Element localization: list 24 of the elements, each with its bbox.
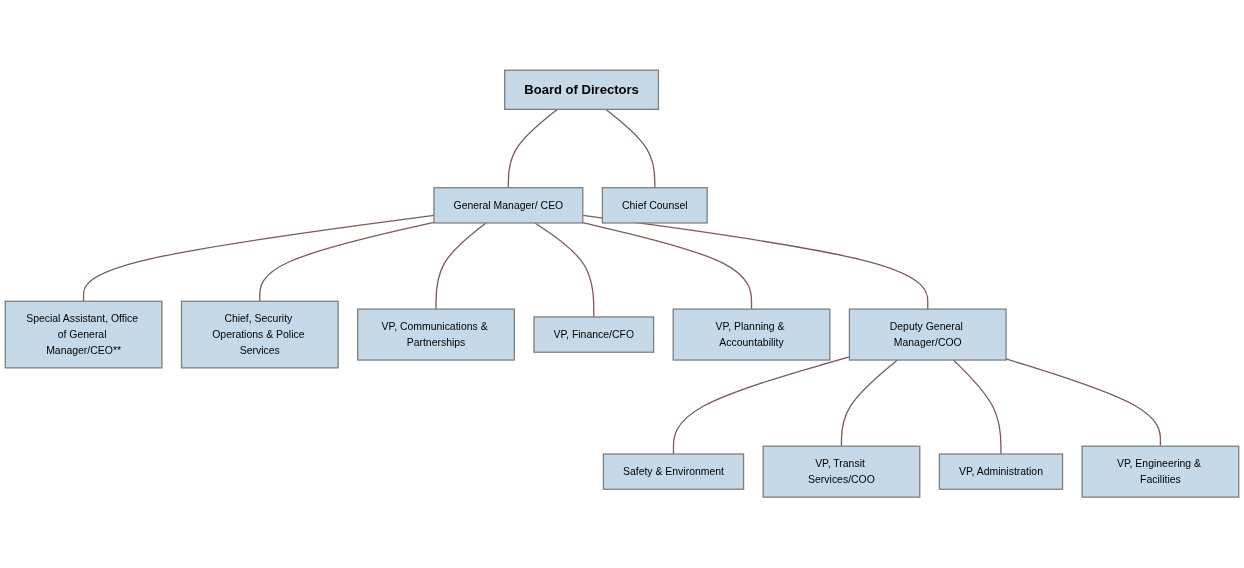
node-box: Chief, Security Operations & Police Services <box>180 300 339 369</box>
node-box: VP, Engineering & Facilities <box>1081 445 1240 499</box>
connector <box>534 222 595 318</box>
node-box: VP, Finance/CFO <box>533 316 655 354</box>
node-box: Chief Counsel <box>601 187 708 224</box>
node-box: Special Assistant, Office of General Manager/CEO** <box>4 300 163 369</box>
connector <box>435 222 487 311</box>
connector <box>582 222 753 311</box>
connector <box>507 109 558 189</box>
node-box: VP, Administration <box>938 453 1064 491</box>
connector <box>1005 358 1162 448</box>
connector <box>840 359 899 448</box>
connector <box>82 214 435 303</box>
connector <box>952 359 1002 455</box>
connector <box>582 215 929 311</box>
node-box: VP, Planning & Accountability <box>672 308 831 361</box>
node-box: VP, Communications & Partnerships <box>357 308 516 361</box>
node-box: Deputy General Manager/COO <box>848 308 1007 361</box>
node-box: Safety & Environment <box>602 453 745 491</box>
connector <box>259 222 435 303</box>
node-box: General Manager/ CEO <box>433 187 584 224</box>
connector <box>605 109 656 189</box>
node-box: Board of Directors <box>504 69 660 111</box>
node-box: VP, Transit Services/COO <box>762 445 921 499</box>
